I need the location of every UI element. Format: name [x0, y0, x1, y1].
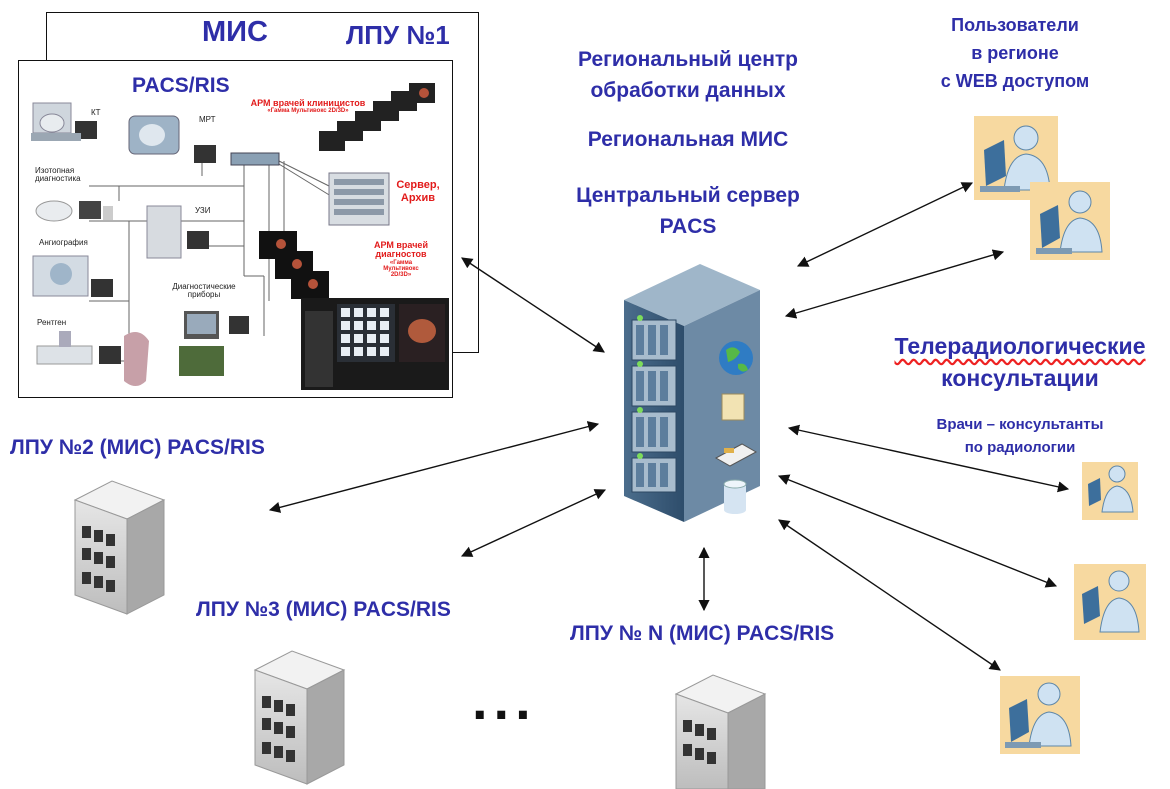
database-icon: [723, 479, 747, 514]
pacs-network-drawing: [31, 83, 449, 390]
regional-center-title: Региональный центр обработки данных: [530, 44, 846, 106]
arrow-lpu2: [268, 421, 600, 513]
rentgen-label: Рентген: [37, 318, 67, 327]
central-server-line1: Центральный сервер: [576, 184, 800, 207]
kt-label: КТ: [91, 108, 101, 117]
uzi-label: УЗИ: [195, 206, 211, 215]
radiology-consultants-line1: Врачи – консультанты: [936, 416, 1104, 433]
network-switch: [230, 152, 280, 166]
web-users-line3: с WEB доступом: [940, 71, 1090, 91]
building-lpu2-icon: [73, 480, 166, 615]
server-archive-rack: [328, 172, 390, 226]
arm-diagnosticians-label: АРМ врачей диагностов «Гамма Мультивокс …: [353, 240, 449, 279]
arm-diagnosticians-monitors: [259, 231, 329, 299]
arm-diagnosticians-title: АРМ врачей диагностов: [374, 240, 428, 260]
arm-diagnosticians-subtitle: «Гамма Мультивокс 2D/3D»: [383, 259, 419, 279]
arm-clinicians-title: АРМ врачей клиницистов: [250, 98, 366, 108]
pacs-ris-panel: PACS/RIS: [18, 60, 453, 398]
arrow-lpu1: [461, 257, 605, 353]
server-archive-label: Сервер, Архив: [396, 179, 440, 205]
workstation-big: [301, 298, 449, 390]
regional-center-line1: Региональный центр: [577, 48, 798, 71]
teleradiology-line2: консультации: [941, 365, 1099, 391]
teleradiology-label: Телерадиологические консультации: [870, 330, 1170, 394]
angio-label: Ангиография: [39, 238, 88, 247]
arrow-lpu3: [460, 489, 607, 557]
web-users-line1: Пользователи: [951, 15, 1079, 35]
isotope-label: Изотопная диагностика: [35, 166, 81, 184]
web-users-label: Пользователи в регионе с WEB доступом: [900, 11, 1130, 95]
radiology-consultants-label: Врачи – консультанты по радиологии: [900, 413, 1140, 459]
radiology-consultants-line2: по радиологии: [964, 439, 1076, 456]
mis-label: МИС: [202, 16, 268, 48]
mrt-label: МРТ: [199, 115, 216, 124]
building-lpuN-icon: [674, 674, 767, 789]
arm-clinicians-subtitle: «Гамма Мультивокс 2D/3D»: [267, 108, 349, 115]
arm-clinicians-monitors: [319, 83, 435, 151]
central-server-label: Центральный сервер PACS: [530, 180, 846, 242]
building-lpu3-icon: [253, 650, 346, 785]
arm-clinicians-label: АРМ врачей клиницистов «Гамма Мультивокс…: [233, 98, 383, 115]
central-server-icon: [624, 264, 760, 522]
ellipsis: ...: [472, 668, 537, 731]
keyboard-icon: [714, 443, 758, 467]
lpuN-label: ЛПУ № N (МИС) PACS/RIS: [570, 622, 835, 645]
consultant-3-icon: [1000, 676, 1080, 754]
arrow-consultant-3: [778, 519, 1001, 671]
diag-devices-label: Диагностические приборы: [172, 282, 236, 300]
web-user-2-icon: [1030, 182, 1110, 260]
consultant-1-icon: [1082, 462, 1138, 520]
web-users-line2: в регионе: [971, 43, 1059, 63]
lpu3-label: ЛПУ №3 (МИС) PACS/RIS: [196, 598, 451, 621]
document-icon: [721, 393, 745, 421]
arrow-consultant-2: [777, 474, 1058, 588]
lpu1-label: ЛПУ №1: [346, 20, 450, 50]
lpu2-label: ЛПУ №2 (МИС) PACS/RIS: [10, 436, 265, 459]
arrow-web-user-2: [784, 249, 1005, 319]
pacs-ris-label: PACS/RIS: [132, 74, 230, 97]
teleradiology-line1: Телерадиологические: [894, 333, 1146, 359]
regional-center-line2: обработки данных: [590, 79, 786, 102]
consultant-2-icon: [1074, 564, 1146, 640]
central-server-line2: PACS: [659, 215, 717, 238]
regional-mis-label: Региональная МИС: [587, 128, 789, 151]
